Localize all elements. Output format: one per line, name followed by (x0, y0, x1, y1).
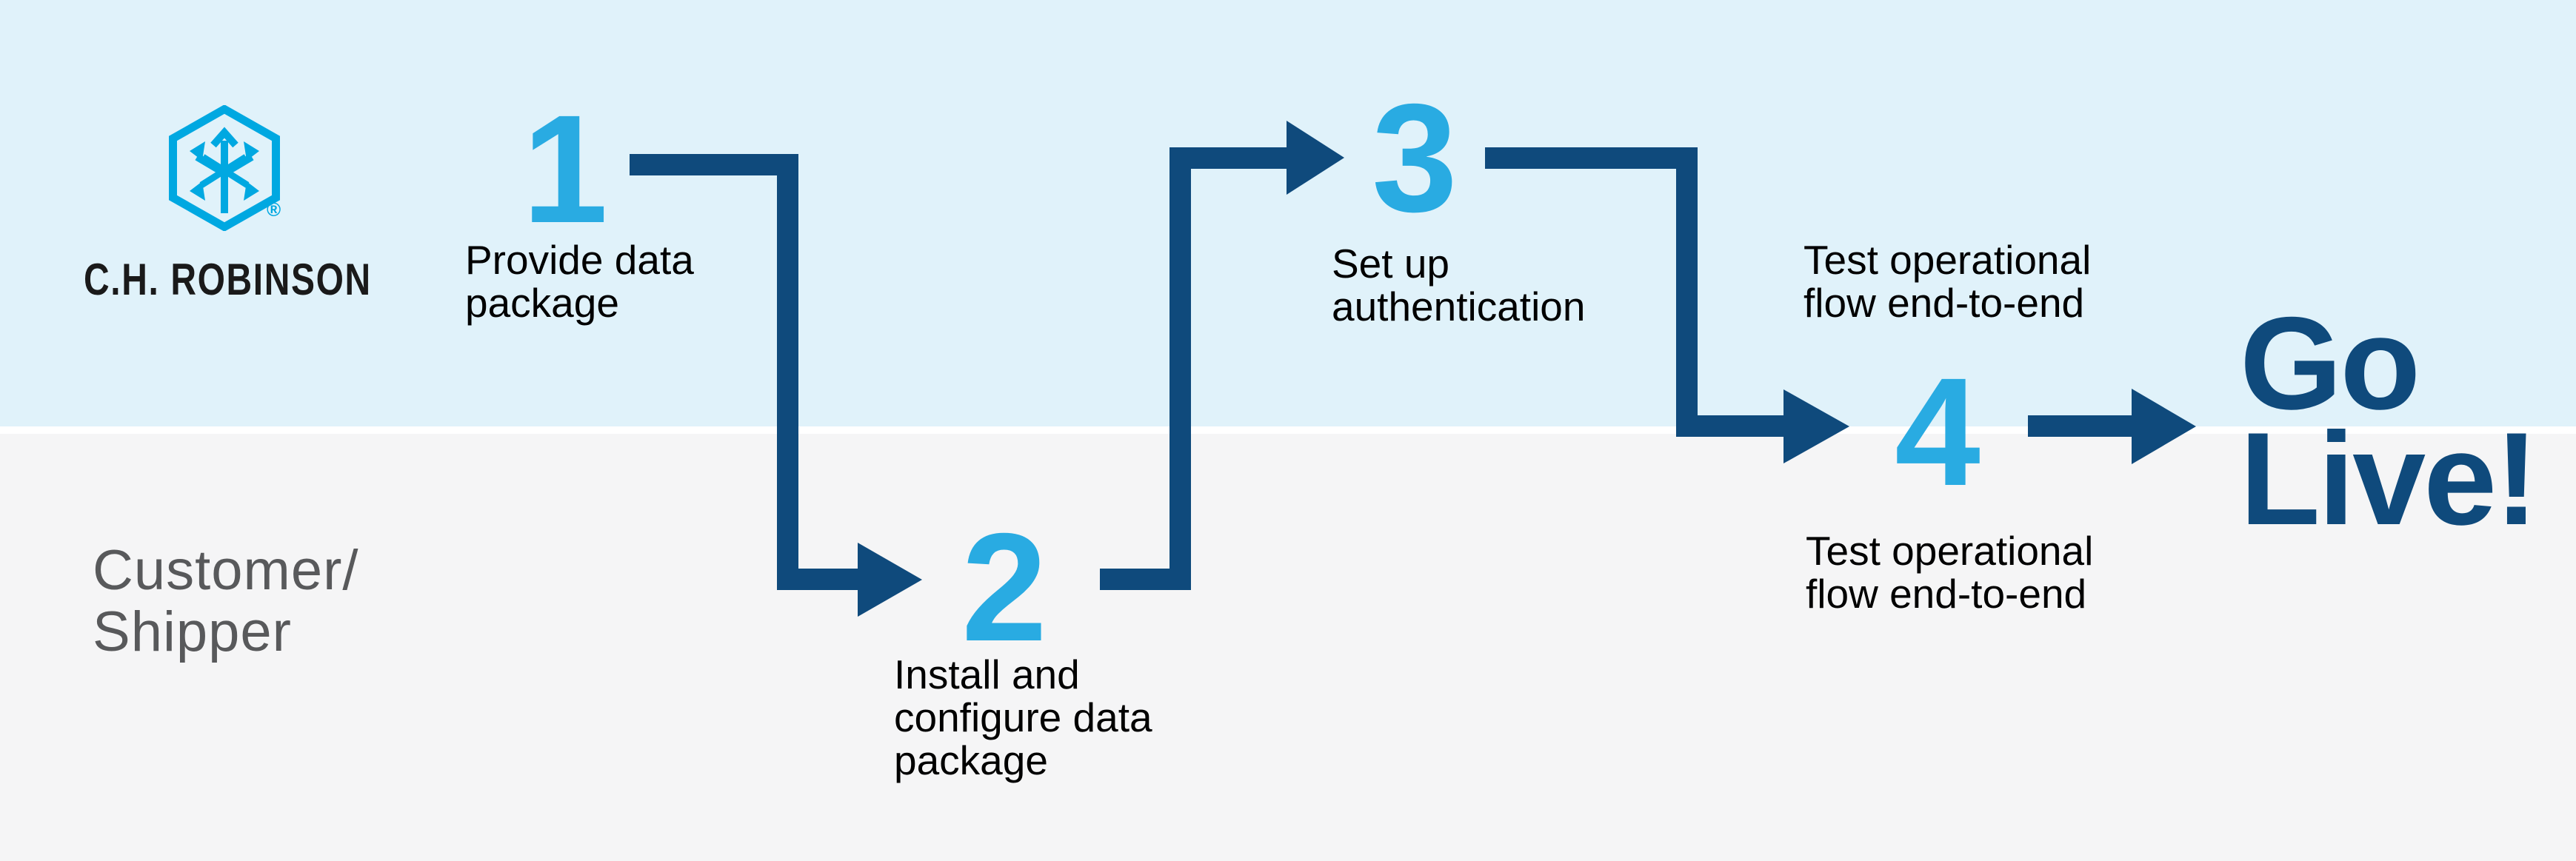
registered-trademark-icon: ® (267, 198, 281, 221)
lane-ch-robinson (0, 0, 2576, 426)
step-4-label-below: Test operational flow end-to-end (1806, 528, 2094, 617)
chrobinson-logo-icon (169, 105, 280, 231)
step-3-number: 3 (1372, 73, 1458, 244)
customer-shipper-lane-label: Customer/ Shipper (93, 539, 359, 663)
go-live-text: Go Live! (2240, 289, 2538, 552)
step-2-number: 2 (961, 502, 1047, 674)
lane-divider (0, 426, 2576, 434)
step-4-number: 4 (1895, 346, 1981, 518)
lane-customer-shipper (0, 434, 2576, 861)
step-4-label-above: Test operational flow end-to-end (1803, 237, 2092, 326)
brand-wordmark: C.H. ROBINSON (84, 255, 372, 304)
step-2-label: Install and configure data package (894, 651, 1152, 783)
step-3-label: Set up authentication (1332, 241, 1586, 329)
step-1-number: 1 (522, 84, 608, 255)
step-1-label: Provide data package (465, 237, 694, 326)
